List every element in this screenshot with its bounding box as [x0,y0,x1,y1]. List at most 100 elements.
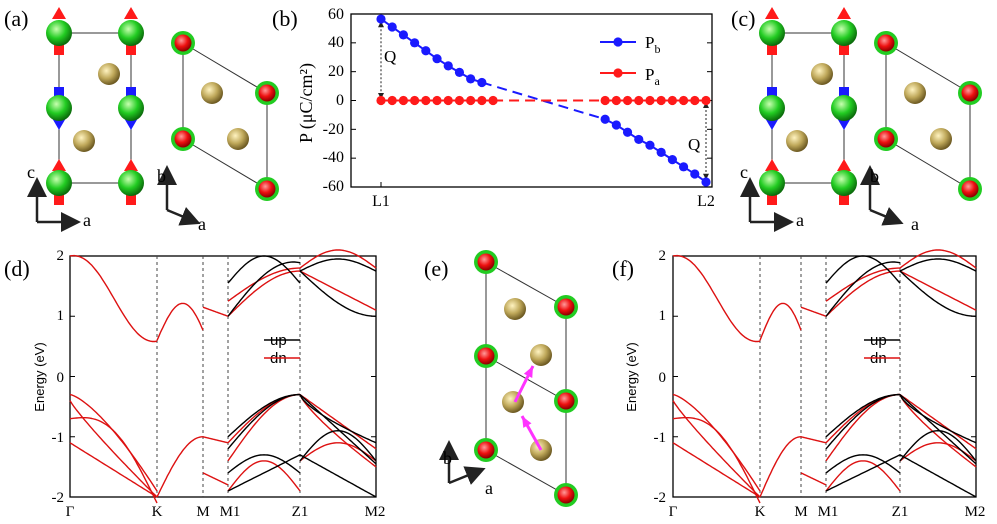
ytick-label: 20 [328,63,344,80]
panel-label-a: (a) [4,6,28,31]
data-point-Pa [454,95,465,106]
data-point-Pb [443,61,453,71]
ytick-label: 2 [57,248,65,264]
dipole-arrow-icon [765,7,779,19]
data-point-Pa [398,95,409,106]
ytick-label: 40 [328,34,344,51]
plot-frame [672,255,977,498]
gold-atom [504,298,526,320]
data-point-Pb [410,38,420,48]
dipole-arrow-icon [52,118,66,130]
band-dn [672,400,761,498]
axis-letter-c-c: c [740,162,748,182]
kpoint-label: K [152,504,163,520]
kpoint-label: M1 [220,504,241,520]
axis-letter-a-e: a [485,478,493,498]
data-point-Pb [701,177,711,187]
cell-edge [885,42,971,190]
crystal-structure-a [27,7,279,232]
dipole-arrow-icon [124,118,138,130]
band-up [227,454,301,492]
data-point-Pb [645,140,655,150]
red-atom-core [877,130,895,148]
red-atom-core [477,441,495,459]
band-up [899,394,977,465]
gold-atom [201,82,223,104]
ytick-label: 60 [328,6,344,23]
band-up [899,430,977,462]
axis-letter-c-a: c [27,162,35,182]
green-atom [759,95,785,121]
dipole-arrow-icon [837,7,851,19]
band-dn [299,249,377,269]
green-atom [831,170,857,196]
band-dn [69,442,158,498]
band-dn [202,436,229,444]
band-structure-d: Energy (eV) 2 1 0 -1 -2 Γ K M M1 Z1 M2 u… [32,248,385,520]
gold-atom [227,128,249,150]
dipole-arrow-icon [837,118,851,130]
data-point-Pa [701,95,711,106]
q-arrowhead [378,21,384,28]
red-atom-core [477,253,495,271]
gold-atom [73,130,95,152]
xtick-label-L1: L1 [372,193,390,210]
ytick-label: 0 [336,92,344,109]
band-up [299,258,377,272]
band-dn [227,270,300,317]
band-dn [825,460,901,492]
dipole-tail [54,45,64,55]
y-axis-label: Energy (eV) [624,342,639,411]
green-atom [759,20,785,46]
kpoint-label: Γ [669,504,678,520]
band-dn [156,436,203,498]
band-dn [156,302,204,341]
panel-label-f: (f) [612,256,634,281]
dipole-arrow-icon [765,159,779,171]
dipole-tail [767,87,777,97]
green-atom [831,20,857,46]
data-point-Pb [690,169,700,179]
green-atom [118,95,144,121]
displacement-arrowhead [522,416,532,428]
data-point-Pa [376,95,386,106]
data-point-Pa [421,95,431,106]
green-atom [118,170,144,196]
data-point-Pa [667,95,677,106]
green-atom [46,20,72,46]
data-point-Pa [432,95,442,106]
data-point-Pb [656,147,666,157]
band-up [899,394,977,444]
band-dn [800,436,827,444]
data-point-Pb [667,155,677,165]
band-up [899,258,977,272]
band-dn [202,306,229,317]
data-point-Pa [611,95,621,106]
dipole-tail [126,87,136,97]
displacement-arrowhead [523,366,533,378]
band-dn [899,270,977,311]
data-point-Pa [622,95,633,106]
data-point-Pb [678,162,689,172]
band-up [825,393,900,438]
dipole-tail [767,195,777,205]
ytick-label: 1 [659,308,667,324]
band-dn [800,306,827,317]
ytick-label: -2 [654,490,667,506]
green-atom [46,95,72,121]
data-point-Pa [387,95,397,106]
y-axis-label: P (μC/cm²) [296,63,317,143]
data-point-Pa [645,95,655,106]
red-atom-core [877,34,895,52]
red-atom-core [174,130,192,148]
data-point-Pb [634,134,644,145]
data-point-Pa [600,95,610,106]
legend-pa-marker [613,68,623,78]
gold-atom [904,82,926,104]
dipole-tail [839,45,849,55]
band-up [825,261,901,317]
band-up [227,255,301,284]
band-dn [800,472,827,486]
annotation-q-left: Q [384,47,396,66]
data-point-Pa [656,95,666,106]
